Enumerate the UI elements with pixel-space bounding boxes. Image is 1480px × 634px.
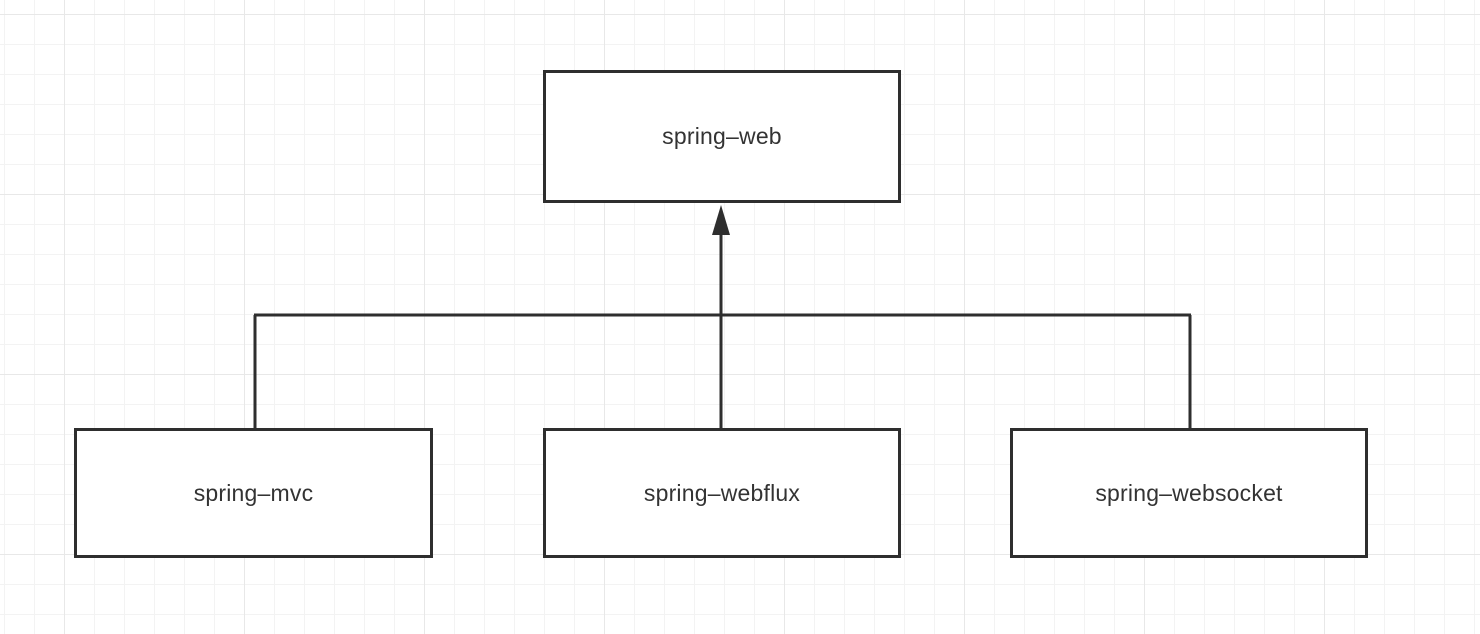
node-spring-web-label: spring–web [662,123,782,149]
node-spring-webflux[interactable]: spring–webflux [543,428,901,558]
node-spring-mvc[interactable]: spring–mvc [74,428,433,558]
node-spring-webflux-label: spring–webflux [643,479,801,506]
arrowhead-icon [712,205,730,235]
node-spring-websocket-label: spring–websocket [1095,479,1283,506]
node-spring-mvc-label: spring–mvc [193,479,314,506]
node-spring-websocket[interactable]: spring–websocket [1010,428,1368,558]
node-spring-web[interactable]: spring–web [543,70,901,203]
